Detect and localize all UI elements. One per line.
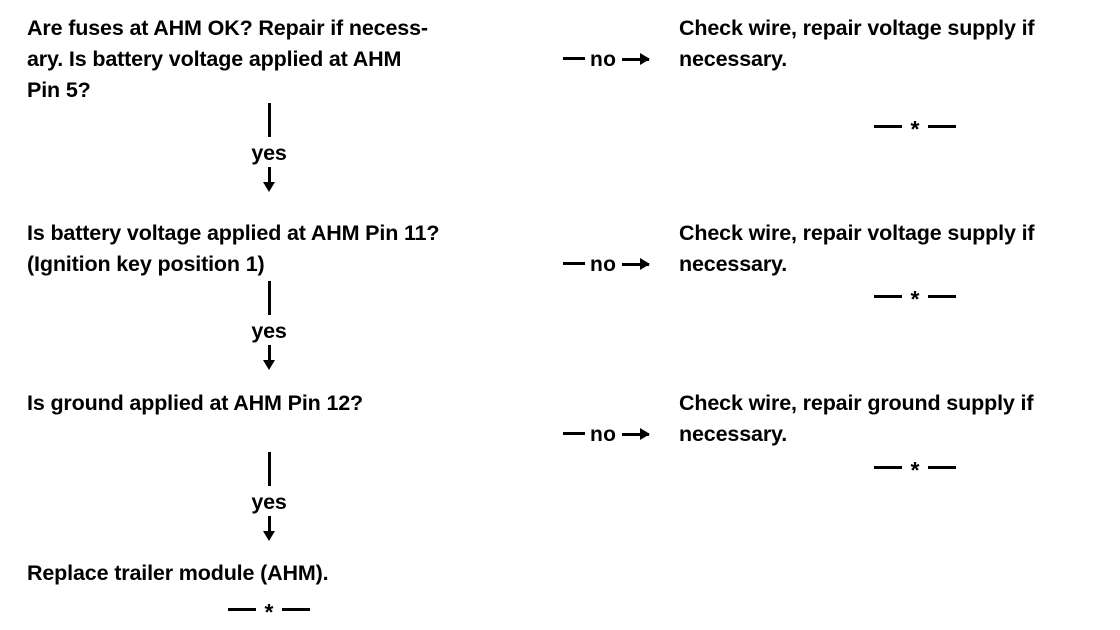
branch-label-no-step-1: no: [538, 13, 678, 106]
separator-asterisk: *: [910, 115, 920, 142]
branch-label-no-step-2: no: [538, 218, 678, 311]
yes-connector-step-3: yes: [215, 452, 323, 541]
yes-label-step-3: yes: [251, 490, 287, 514]
end-separator-final: *: [214, 598, 324, 623]
remedy-text-step-1: Check wire, repair voltage supply if nec…: [679, 16, 1035, 71]
separator-rule-right-icon: [928, 465, 957, 469]
branch-arrow-icon: [622, 53, 651, 65]
yes-label-step-2: yes: [251, 319, 287, 343]
question-text-step-3: Is ground applied at AHM Pin 12?: [27, 391, 364, 415]
connector-stem-icon: [267, 103, 271, 137]
separator-rule-left-icon: [873, 294, 902, 298]
branch-label-text: no: [589, 423, 617, 446]
remedy-text-step-3: Check wire, repair ground supply if nece…: [679, 391, 1034, 446]
final-action-text: Replace trailer module (AHM).: [27, 561, 329, 585]
separator-rule-left-icon: [227, 607, 256, 611]
separator-asterisk: *: [910, 285, 920, 312]
connector-stem-icon: [267, 452, 271, 486]
separator-asterisk: *: [910, 456, 920, 483]
branch-label-text: no: [589, 253, 617, 276]
yes-connector-step-2: yes: [215, 281, 323, 370]
separator-rule-left-icon: [873, 124, 902, 128]
separator-rule-right-icon: [928, 124, 957, 128]
end-separator-step-1: *: [860, 115, 970, 140]
end-separator-step-2: *: [860, 285, 970, 310]
separator-rule-right-icon: [282, 607, 311, 611]
branch-dash-icon: [562, 262, 585, 265]
separator-rule-right-icon: [928, 294, 957, 298]
yes-label-step-1: yes: [251, 141, 287, 165]
question-text-step-2: Is battery voltage applied at AHM Pin 11…: [27, 221, 440, 276]
yes-connector-step-1: yes: [215, 103, 323, 192]
connector-down-arrow-icon: [262, 516, 275, 541]
branch-dash-icon: [562, 57, 585, 60]
branch-arrow-icon: [622, 428, 651, 440]
question-text-step-1: Are fuses at AHM OK? Repair if necess- a…: [27, 16, 428, 102]
branch-dash-icon: [562, 432, 585, 435]
separator-rule-left-icon: [873, 465, 902, 469]
branch-label-text: no: [589, 48, 617, 71]
connector-down-arrow-icon: [262, 167, 275, 192]
connector-down-arrow-icon: [262, 345, 275, 370]
connector-stem-icon: [267, 281, 271, 315]
separator-asterisk: *: [264, 598, 274, 625]
branch-label-no-step-3: no: [538, 388, 678, 481]
branch-arrow-icon: [622, 258, 651, 270]
remedy-text-step-2: Check wire, repair voltage supply if nec…: [679, 221, 1035, 276]
end-separator-step-3: *: [860, 456, 970, 481]
